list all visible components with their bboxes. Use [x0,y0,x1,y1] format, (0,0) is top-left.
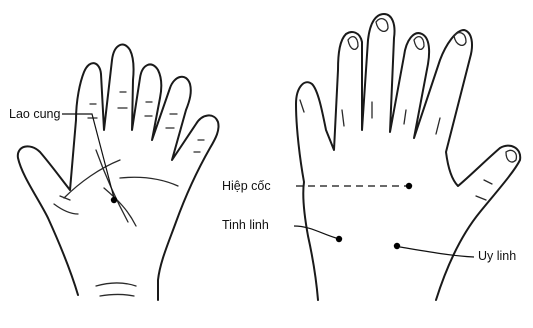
point-hiep-coc [406,183,412,189]
left-hand-outline [18,45,219,300]
label-hiep-coc: Hiệp cốc [222,179,271,193]
right-knuckle-marks [300,100,492,200]
left-hand-palm [18,45,219,300]
point-uy-linh [394,243,400,249]
leader-tinh-linh [294,226,336,238]
label-lao-cung: Lao cung [9,107,60,121]
point-lao-cung [111,197,117,203]
label-tinh-linh: Tinh linh [222,218,269,232]
point-tinh-linh [336,236,342,242]
left-wrist-lines [96,283,136,296]
leader-uy-linh [400,247,474,257]
right-nails [348,19,516,162]
label-uy-linh: Uy linh [478,249,516,263]
